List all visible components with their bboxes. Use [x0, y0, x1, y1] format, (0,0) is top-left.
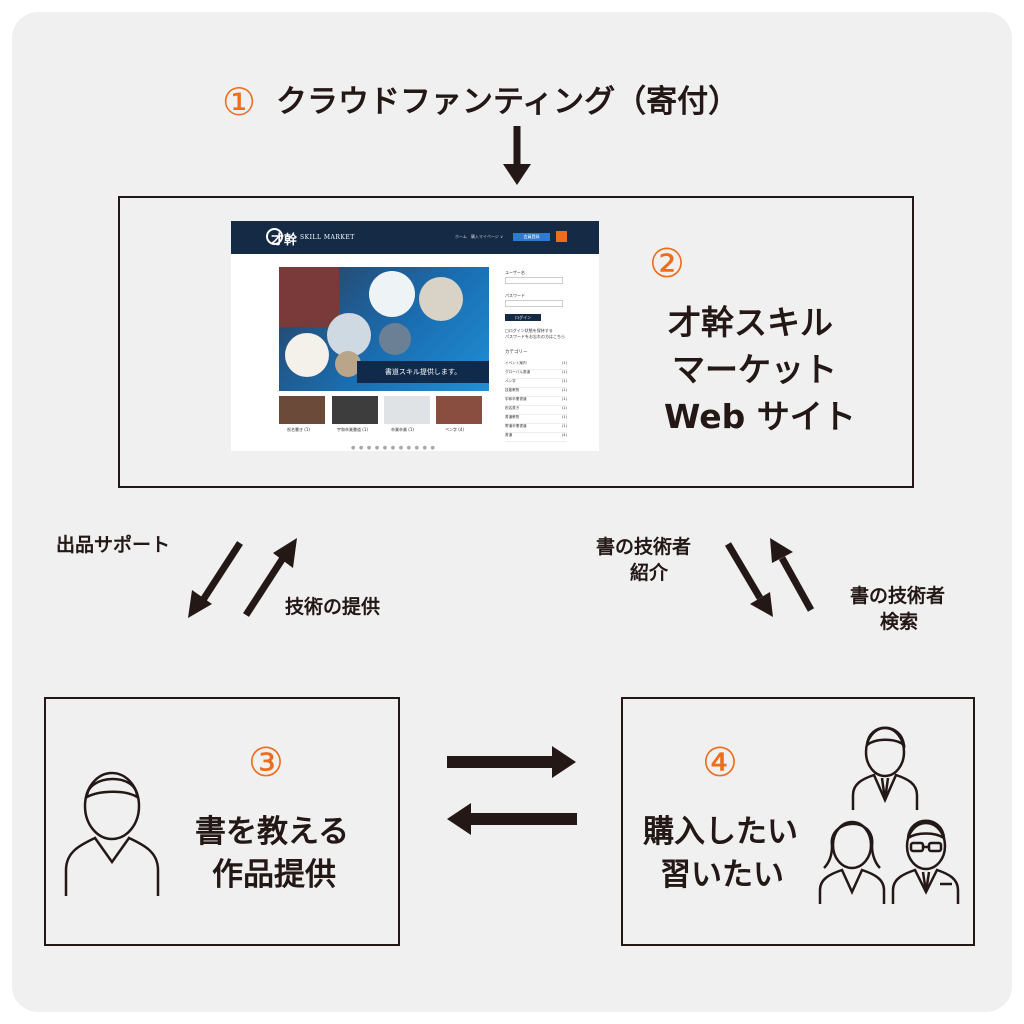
site-category-row: 書道教則(1)	[505, 415, 567, 424]
site-category-row: イベント案内(1)	[505, 361, 567, 370]
site-thumb-2	[332, 396, 378, 424]
site-pass-input	[505, 300, 563, 307]
site-category-row: ペン字(1)	[505, 379, 567, 388]
site-user-input	[505, 277, 563, 284]
label-search-line-2: 検索	[880, 611, 919, 633]
site-remember: □ログイン状態を保持する	[505, 328, 553, 333]
step-number-2: ②	[649, 241, 685, 287]
site-thumb-4	[436, 396, 482, 424]
step-number-3: ③	[248, 740, 284, 786]
site-cart-icon	[556, 231, 567, 242]
site-nav: ホーム 購入マイページ ∨	[455, 234, 503, 239]
site-logo-kanji: 才幹	[271, 233, 298, 248]
teacher-label-line-2: 作品提供	[212, 857, 336, 893]
site-category-row: 宇和卒業書道(1)	[505, 397, 567, 406]
teacher-label-line-1: 書を教える	[195, 814, 350, 850]
woman-icon	[818, 820, 886, 904]
teacher-box	[44, 697, 400, 946]
buyer-label-line-2: 習いたい	[660, 857, 784, 893]
website-label-line-2: マーケット	[672, 350, 837, 389]
site-pass-label: パスワード	[505, 293, 525, 298]
site-thumb-label-1: 祝名書き (1)	[287, 427, 310, 432]
website-label-line-3: Web サイト	[664, 397, 856, 436]
site-hero-banner: 書道スキル提供します。	[357, 361, 489, 383]
site-category-row: グローバル書道(1)	[505, 370, 567, 379]
step-number-4: ④	[702, 740, 738, 786]
label-listing-support: 出品サポート	[56, 534, 171, 556]
site-category-row: 技能教則(1)	[505, 388, 567, 397]
site-user-label: ユーザー名	[505, 270, 525, 275]
site-carousel-dots: ● ● ● ● ● ● ● ● ● ● ●	[351, 445, 436, 451]
site-category-row: 寄道卒業書道(1)	[505, 424, 567, 433]
site-register-button: 会員登録	[513, 233, 550, 241]
site-logo-mark	[266, 228, 283, 245]
site-category-heading: カテゴリー	[505, 350, 528, 355]
businessman-icon	[851, 726, 919, 810]
site-thumb-3	[384, 396, 430, 424]
site-thumb-label-3: 卒業卒業 (1)	[391, 427, 414, 432]
site-logo-text: SKILL MARKET	[300, 234, 355, 241]
website-label-line-1: 才幹スキル	[668, 303, 833, 342]
label-introduce-line-2: 紹介	[630, 562, 669, 584]
site-category-row: 書道(4)	[505, 433, 567, 442]
label-skill-provision: 技術の提供	[285, 596, 381, 618]
site-login-button: ログイン	[505, 314, 541, 321]
site-hero-image: 書道スキル提供します。	[279, 267, 489, 391]
site-category-row: 祝名書き(1)	[505, 406, 567, 415]
site-thumb-label-2: 宇和卒業書道 (1)	[337, 427, 368, 432]
crowdfunding-title: クラウドファンティング（寄付）	[276, 84, 740, 120]
step-number-1: ①	[222, 80, 257, 124]
buyer-box	[621, 697, 975, 946]
site-thumb-label-4: ペン字 (4)	[445, 427, 464, 432]
label-introduce-line-1: 書の技術者	[596, 536, 692, 558]
buyer-label-line-1: 購入したい	[643, 814, 798, 850]
man-glasses-icon	[891, 819, 960, 904]
label-search-line-1: 書の技術者	[850, 585, 946, 607]
website-screenshot: 才幹 SKILL MARKET ホーム 購入マイページ ∨ 会員登録 書道スキル…	[231, 221, 599, 451]
site-forgot: パスワードをお忘れの方はこちら	[505, 334, 565, 339]
site-thumb-1	[279, 396, 325, 424]
